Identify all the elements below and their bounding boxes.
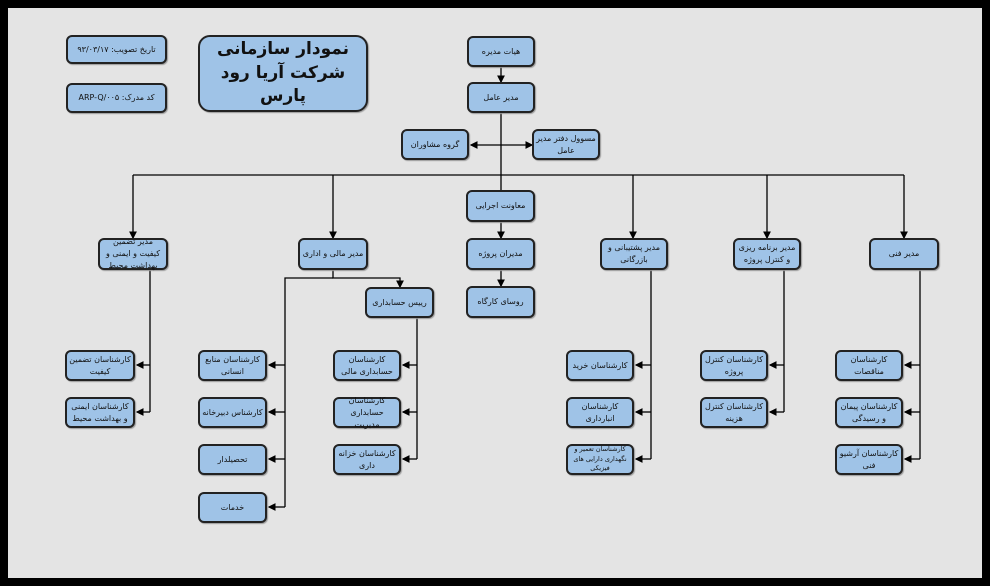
connectors (129, 67, 921, 511)
node-hr-expert: کارشناسان منابع انسانی (198, 350, 267, 381)
node-planning-manager: مدیر برنامه ریزی و کنترل پروژه (733, 238, 801, 270)
node-exec-deputy: معاونت اجرایی (466, 190, 535, 222)
node-chief-accountant: رییس حسابداری (365, 287, 434, 318)
node-board: هیات مدیره (467, 36, 535, 67)
node-maintenance: کارشناسان تعمیر و نگهداری دارایی های فیز… (566, 444, 634, 475)
node-qa-expert: کارشناسان تضمین کیفیت (65, 350, 135, 381)
node-site-heads: روسای کارگاه (466, 286, 535, 318)
node-services: خدمات (198, 492, 267, 523)
node-support-manager: مدیر پشتیبانی و بازرگانی (600, 238, 668, 270)
node-qhse-manager: مدیر تضمین کیفیت و ایمنی و بهداشت محیط (98, 237, 168, 270)
node-finance-manager: مدیر مالی و اداری (298, 238, 368, 270)
node-hse-expert: کارشناسان ایمنی و بهداشت محیط (65, 397, 135, 428)
document-code: کد مدرک: ARP-Q/۰۰۵ (66, 83, 167, 113)
node-contracts: کارشناسان پیمان و رسیدگی (835, 397, 903, 428)
node-secretariat: کارشناس دبیرخانه (198, 397, 267, 428)
node-management-accounting: کارشناسان حسابداری مدیریت (333, 396, 401, 429)
node-tech-archive: کارشناسان آرشیو فنی (835, 444, 903, 475)
node-ceo-office: مسوول دفتر مدیر عامل (532, 129, 600, 160)
node-cost-control: کارشناسان کنترل هزینه (700, 397, 768, 428)
org-chart: تاریخ تصویب: ۹۳/۰۳/۱۷ کد مدرک: ARP-Q/۰۰۵… (8, 8, 982, 578)
node-advisors: گروه مشاوران (401, 129, 469, 160)
node-technical-manager: مدیر فنی (869, 238, 939, 270)
node-project-control: کارشناسان کنترل پروژه (700, 350, 768, 381)
node-tenders: کارشناسان مناقصات (835, 350, 903, 381)
node-ceo: مدیر عامل (467, 82, 535, 113)
node-collector: تحصیلدار (198, 444, 267, 475)
approval-date: تاریخ تصویب: ۹۳/۰۳/۱۷ (66, 35, 167, 64)
page-title: نمودار سازمانی شرکت آریا رود پارس (198, 35, 368, 112)
node-financial-accounting: کارشناسان حسابداری مالی (333, 350, 401, 381)
node-project-managers: مدیران پروژه (466, 238, 535, 270)
node-warehouse: کارشناسان انبارداری (566, 397, 634, 428)
node-treasury: کارشناسان خزانه داری (333, 444, 401, 475)
node-purchase: کارشناسان خرید (566, 350, 634, 381)
